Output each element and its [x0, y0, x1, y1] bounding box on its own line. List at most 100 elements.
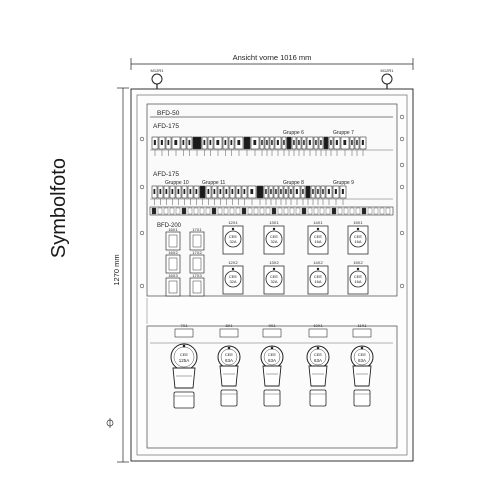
breaker-toggle — [261, 140, 263, 145]
breaker-toggle — [361, 140, 364, 145]
breaker-toggle — [293, 140, 295, 145]
large-socket-label: CEE — [268, 352, 277, 357]
cee-socket-tag: 13X1 — [269, 220, 279, 225]
socket-module-face — [192, 257, 202, 271]
breaker-toggle — [317, 189, 319, 194]
socket-module-tag: 17X3 — [192, 273, 202, 278]
terminal-block — [355, 207, 361, 215]
large-socket-key — [270, 346, 274, 350]
terminal-block — [211, 207, 217, 215]
cee-socket-label: CEE — [314, 234, 323, 239]
large-socket-bracket — [174, 328, 194, 338]
breaker-toggle — [230, 140, 233, 145]
terminal-block — [349, 207, 355, 215]
large-socket-tag: 9X1 — [268, 323, 276, 328]
height-dimension — [117, 87, 129, 463]
breaker-toggle — [302, 189, 304, 194]
cee-socket-tag: 12X2 — [228, 260, 238, 265]
rail-bfd200-label: BFD-200 — [157, 223, 182, 229]
terminal-block — [271, 207, 277, 215]
large-socket-rating: 63A — [358, 358, 366, 363]
cee-socket-rating: 32A — [270, 239, 277, 244]
large-socket-plug-body — [219, 365, 239, 387]
terminal-block — [247, 207, 253, 215]
cee-socket-tag: 14X2 — [313, 260, 323, 265]
cee-socket-face — [265, 230, 283, 248]
terminal-block — [151, 207, 157, 215]
large-socket-cap — [173, 391, 195, 409]
terminal-block — [277, 207, 283, 215]
breaker-toggle — [153, 140, 156, 145]
cee-socket-key — [231, 227, 235, 231]
cee-socket-label: CEE — [314, 274, 323, 279]
breaker-toggle — [335, 140, 338, 145]
socket-module-face — [192, 234, 202, 248]
breaker-toggle — [243, 189, 246, 194]
height-dimension-label: 1270 mm — [112, 254, 121, 285]
breaker-toggle — [213, 189, 216, 194]
socket-module-tag: 17X2 — [192, 250, 202, 255]
breaker-toggle — [303, 140, 305, 145]
breaker-toggle — [153, 189, 156, 194]
cee-socket-face — [309, 230, 327, 248]
breaker-toggle — [285, 189, 287, 194]
earth-symbol — [106, 418, 114, 428]
terminal-block — [175, 207, 181, 215]
terminal-block — [223, 207, 229, 215]
group-label: Gruppe 6 — [283, 130, 304, 136]
breaker-toggle — [280, 189, 282, 194]
group-label: Gruppe 11 — [202, 180, 225, 186]
cee-socket-face — [224, 270, 242, 288]
terminal-block — [295, 207, 301, 215]
eyebolt-right: M12R1 — [381, 68, 394, 89]
cee-socket-rating: 16A — [354, 279, 361, 284]
cee-socket-tag: 12X1 — [228, 220, 238, 225]
terminal-block — [181, 207, 187, 215]
breaker-toggle — [216, 140, 220, 145]
terminal-block — [325, 207, 331, 215]
terminal-block — [265, 207, 271, 215]
breaker-toggle — [322, 189, 324, 194]
breaker-toggle — [167, 140, 170, 145]
cee-socket-rating: 32A — [270, 279, 277, 284]
breaker-toggle — [351, 140, 353, 145]
breaker-toggle — [237, 140, 241, 145]
breaker-toggle — [174, 140, 178, 145]
large-socket-bracket — [262, 328, 282, 338]
large-socket-cap — [263, 389, 281, 407]
breaker-toggle — [270, 189, 272, 194]
breaker-toggle — [290, 189, 292, 194]
large-socket-bracket — [219, 328, 239, 338]
breaker-module — [286, 136, 292, 150]
group-label: Gruppe 9 — [333, 180, 354, 186]
cee-socket-key — [316, 227, 320, 231]
breaker-toggle — [183, 189, 186, 194]
large-socket-tag: 8X1 — [225, 323, 233, 328]
breaker-module — [323, 136, 329, 150]
eyebolt-left-label: M12R1 — [151, 68, 165, 73]
group-label: Gruppe 7 — [333, 130, 354, 136]
breaker-row-2 — [150, 185, 393, 205]
cee-socket-label: CEE — [270, 234, 279, 239]
cee-socket-rating: 16A — [314, 239, 321, 244]
cee-socket-label: CEE — [354, 274, 363, 279]
socket-module — [165, 277, 181, 297]
cee-socket-key — [231, 267, 235, 271]
cee-socket-rating: 32A — [229, 239, 236, 244]
breaker-toggle — [265, 189, 267, 194]
large-socket-tag: 7X1 — [180, 323, 188, 328]
terminal-block — [319, 207, 325, 215]
large-socket-plug-body — [172, 367, 196, 389]
breaker-toggle — [177, 189, 180, 194]
breaker-toggle — [209, 140, 212, 145]
large-socket-tag: 11X1 — [357, 323, 367, 328]
breaker-toggle — [275, 189, 277, 194]
breaker-toggle — [334, 189, 337, 194]
large-socket-label: CEE — [180, 352, 189, 357]
breaker-toggle — [271, 140, 273, 145]
cee-socket-grid: 12X1CEE32A13X1CEE32A14X1CEE16A15X1CEE16A… — [222, 220, 369, 295]
large-socket-rating: 125A — [179, 358, 190, 363]
breaker-module — [199, 185, 206, 199]
large-socket-label: CEE — [225, 352, 234, 357]
terminal-block — [241, 207, 247, 215]
